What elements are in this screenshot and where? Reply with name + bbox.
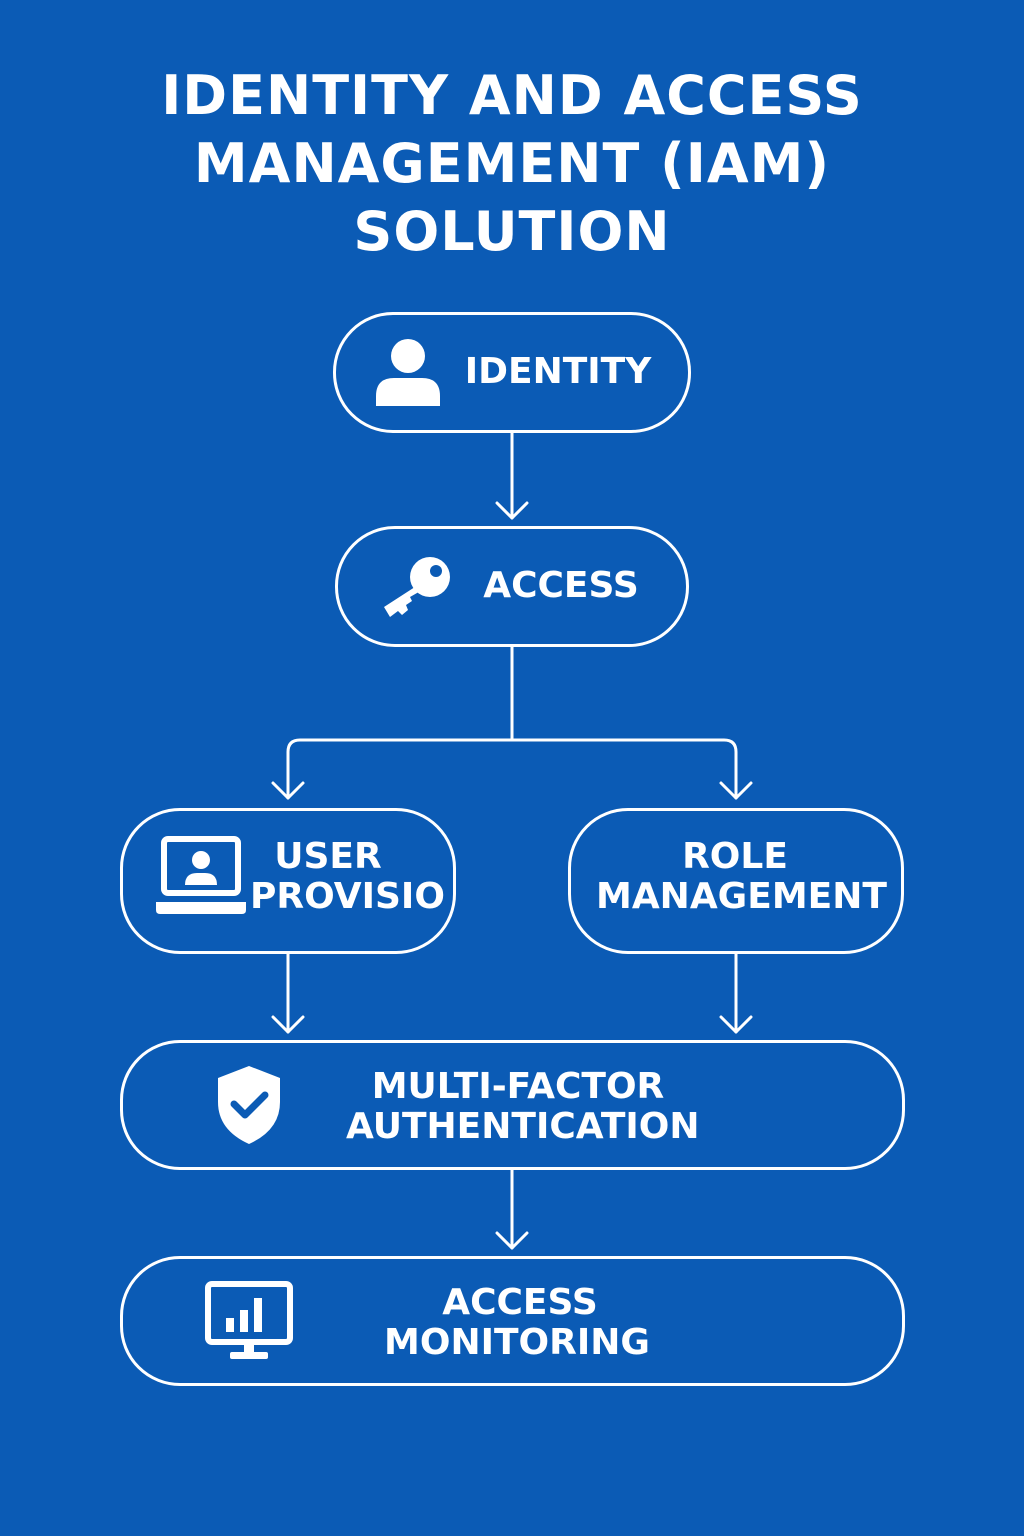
user-icon [374,336,442,408]
arrowhead-access-to-provisioning [271,781,305,800]
arrow-access-to-provisioning [286,738,514,800]
laptop-user-icon [154,836,248,918]
user-provisioning-label-line-1: USER [274,836,382,877]
access-label: ACCESS [483,565,639,606]
role-management-node [568,808,904,954]
diagram-title: IDENTITY AND ACCESS MANAGEMENT (IAM) SOL… [0,62,1024,266]
title-line-3: SOLUTION [353,200,671,263]
identity-node [333,312,691,433]
access-monitoring-node [120,1256,905,1386]
arrowhead-mfa-to-monitoring [495,1231,529,1250]
shield-check-icon [214,1064,284,1146]
arrowhead-identity-to-access [495,501,529,520]
mfa-label-line-2: AUTHENTICATION [346,1106,700,1147]
arrow-access-to-role [510,738,738,800]
arrowhead-access-to-role [719,781,753,800]
role-management-label-line-1: ROLE [682,836,788,877]
user-provisioning-label-line-2: PROVISIO [250,876,445,917]
arrowhead-provisioning-to-mfa [271,1015,305,1034]
user-provisioning-node [120,808,456,954]
identity-label: IDENTITY [464,351,652,392]
access-monitoring-label-line-2: MONITORING [384,1322,650,1363]
monitor-chart-icon [204,1280,294,1364]
role-management-label-line-2: MANAGEMENT [596,876,887,917]
key-icon [380,555,454,619]
access-node [335,526,689,647]
access-monitoring-label-line-1: ACCESS [442,1282,598,1323]
title-line-2: MANAGEMENT (IAM) [193,132,831,195]
mfa-label-line-1: MULTI-FACTOR [371,1066,665,1107]
arrowhead-role-to-mfa [719,1015,753,1034]
title-line-1: IDENTITY AND ACCESS [161,64,863,127]
